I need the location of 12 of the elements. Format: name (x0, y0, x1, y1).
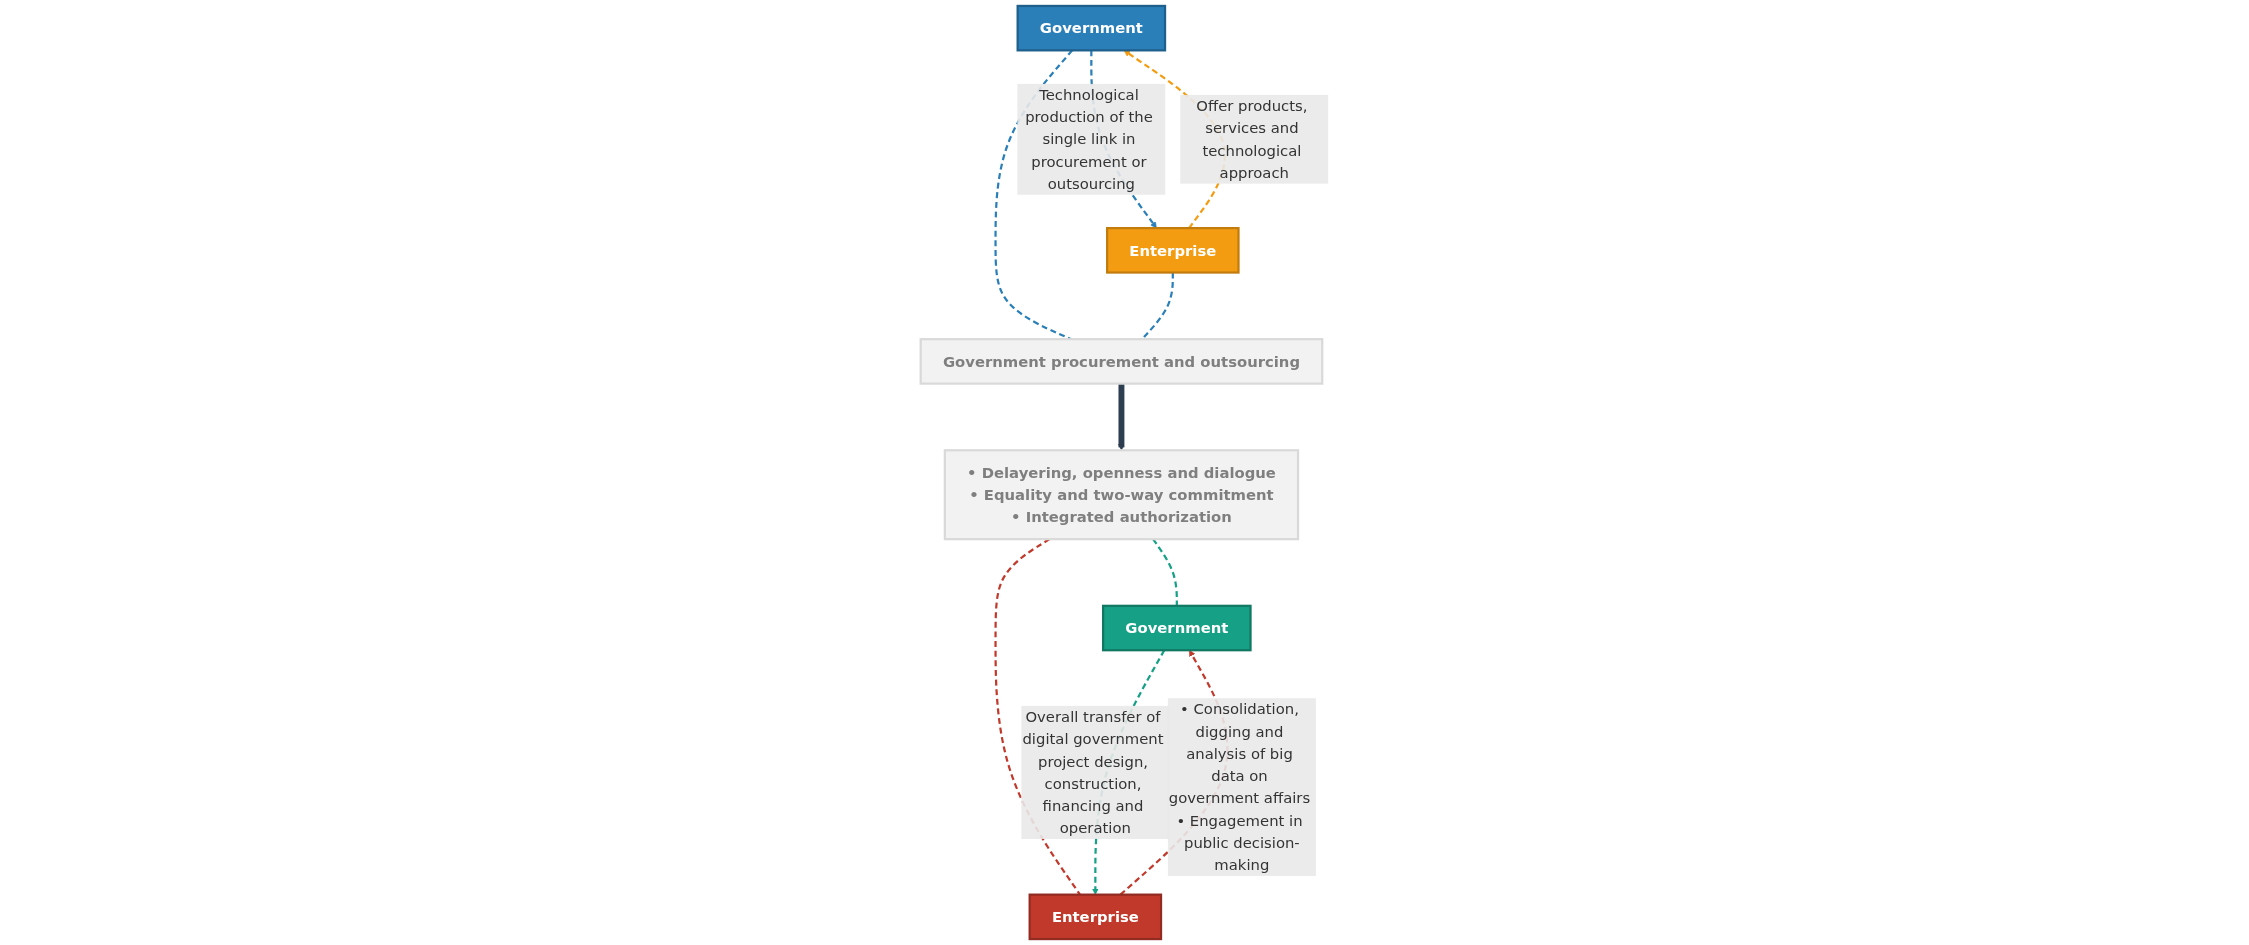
node-box: Enterprise (1106, 227, 1240, 274)
edge-label: Offer products, services and technological approach (1196, 97, 1308, 182)
edge-label: Overall transfer of digital government project design, construction, financing and operation (1022, 708, 1164, 837)
connector (1141, 272, 1174, 340)
node-box: Government (1016, 4, 1167, 52)
node-box: Enterprise (1028, 893, 1163, 941)
edge-label: • Consolidation, digging and analysis of big data on government affairs • Engagement in public decision-making (1168, 700, 1311, 874)
node-box: • Delayering, openness and dialogue • Equality and two-way commitment • Integrated authorization (943, 449, 1300, 541)
arrow (1118, 383, 1125, 451)
node-box: Government (1102, 604, 1252, 652)
node-box: Government procurement and outsourcing (919, 338, 1324, 385)
edge-label: Technological production of the single link in procurement or outsourcing (1025, 85, 1153, 193)
